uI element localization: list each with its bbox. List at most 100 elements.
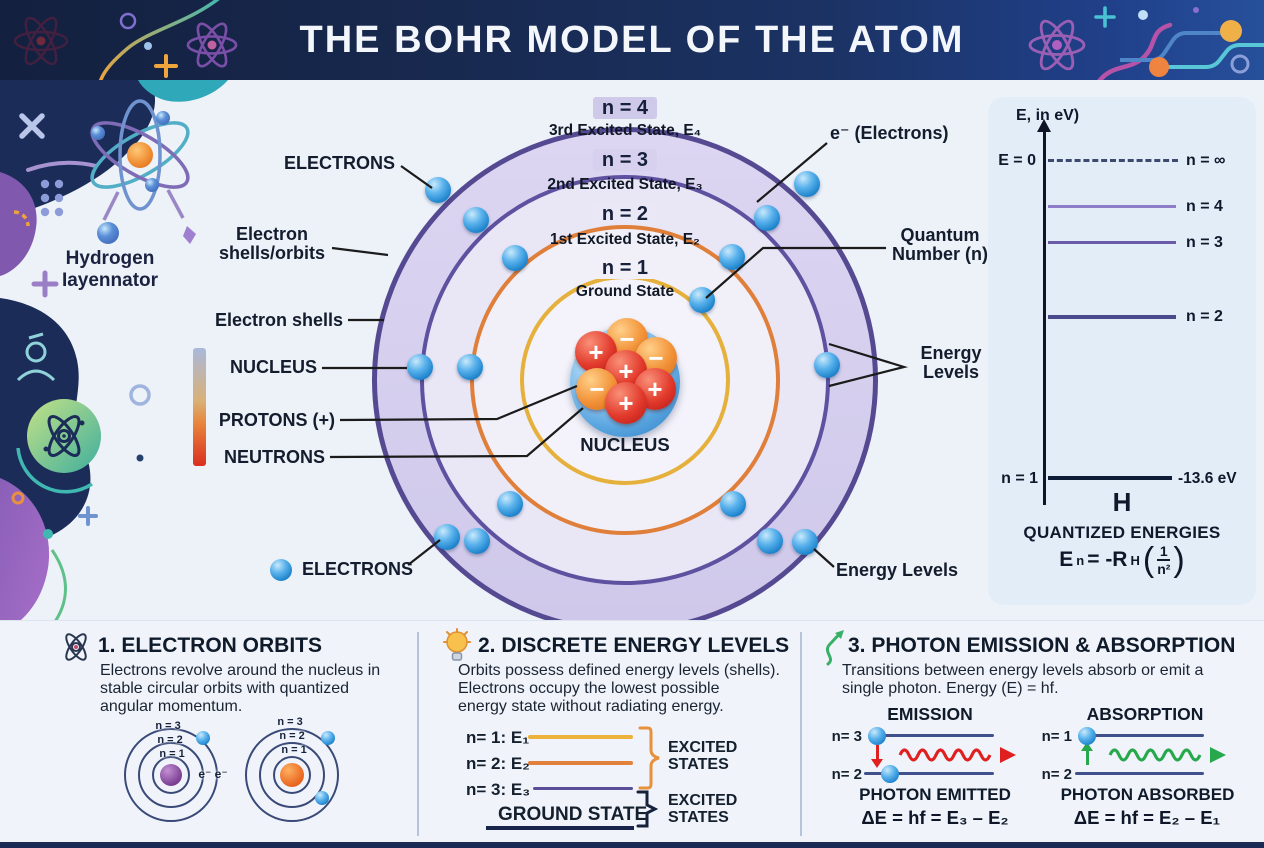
- excited-states-bracket: [638, 726, 660, 790]
- brand-line1: Hydrogen: [65, 248, 155, 269]
- emission-n2-label: n= 2: [831, 766, 862, 783]
- proton: +: [605, 382, 647, 424]
- shell-state-n2: 1st Excited State, E₂: [550, 231, 700, 248]
- label-electrons-top: ELECTRONS: [283, 153, 395, 173]
- plus-icon: [1094, 6, 1116, 28]
- axis-title: E, in eV): [1016, 107, 1080, 124]
- arc-decor: [26, 160, 98, 172]
- level-line-e1: [528, 735, 633, 739]
- electron: [463, 207, 489, 233]
- mini-orbit: [124, 728, 218, 822]
- electron: [814, 352, 840, 378]
- photon-squiggle-icon: [825, 630, 844, 666]
- brand-text: Hydrogen Iayennator: [30, 248, 190, 292]
- element-symbol: H: [1112, 487, 1132, 517]
- level-label-e3: n= 3: E₃: [466, 780, 531, 799]
- circle-decor: [1230, 54, 1250, 74]
- absorption-n2-label: n= 2: [1041, 766, 1072, 783]
- mini-electron: [315, 791, 329, 805]
- level-line-n3: [1048, 241, 1176, 244]
- section2-body-line2: Electrons occupy the lowest possible: [458, 680, 720, 697]
- proton: +: [575, 331, 617, 373]
- brand-line2: Iayennator: [61, 270, 159, 291]
- green-curve: [50, 549, 67, 627]
- emission-top-line: [868, 734, 994, 737]
- header-bar: THE BOHR MODEL OF THE ATOM: [0, 0, 1264, 87]
- electron: [794, 171, 820, 197]
- plus-icon: [154, 54, 178, 78]
- arrow-head-up: [1081, 742, 1093, 751]
- mini-orbit: [245, 728, 339, 822]
- atom-icon: [43, 415, 85, 457]
- circuit-line-purple: [1094, 22, 1173, 87]
- formula-open-paren: (: [1142, 541, 1155, 579]
- atom-icon: [13, 16, 69, 66]
- mini-label-n1: n = 1: [281, 744, 307, 756]
- teal-blob: [138, 80, 228, 102]
- circuit-line-teal: [1168, 43, 1264, 69]
- level-label-n4: n = 4: [1186, 198, 1223, 215]
- absorbed-photon-wave: [1108, 747, 1226, 763]
- formula-base-sub: n: [1076, 552, 1085, 568]
- shell-label-n2: n = 2: [525, 203, 725, 226]
- sections-background: [0, 620, 1264, 843]
- dots-grid: [40, 179, 64, 217]
- electron: [754, 205, 780, 231]
- label-electron-shells: Electron shells: [214, 310, 343, 330]
- absorption-n1-label: n= 1: [1041, 728, 1072, 745]
- scientist-icon: [16, 332, 56, 382]
- left-decorations: [0, 80, 228, 824]
- axis-arrow-icon: [1037, 119, 1051, 132]
- level-line-e2: [528, 761, 633, 765]
- dot-decor: [136, 454, 144, 462]
- level-label-n3: n = 3: [1186, 234, 1223, 251]
- dot-decor: [144, 42, 152, 50]
- emission-title: EMISSION: [887, 704, 973, 724]
- mini-label-n2: n = 2: [157, 734, 183, 746]
- plus-icon: [31, 270, 59, 298]
- circle-decor: [11, 491, 25, 505]
- label-energy-levels-right: Energy Levels: [920, 343, 982, 382]
- emitted-photon-wave: [898, 747, 1016, 763]
- section1-body-line3: angular momentum.: [100, 698, 243, 715]
- mini-orbit: [273, 756, 311, 794]
- formula-close-paren: ): [1173, 541, 1185, 579]
- excited-states-label-bottom: EXCITED STATES: [668, 792, 738, 826]
- ground-state-label: GROUND STATE: [498, 804, 648, 825]
- navy-blob: [0, 80, 156, 218]
- level-label-e2: n= 2: E₂: [466, 754, 530, 773]
- shell-label-n3: n = 3: [525, 149, 725, 172]
- mini-label-n1: n = 1: [159, 748, 185, 760]
- dot-decor: [1193, 7, 1199, 13]
- label-nucleus: NUCLEUS: [229, 357, 317, 377]
- section2-body-line3: energy state without radiating energy.: [458, 698, 724, 715]
- electron: [464, 528, 490, 554]
- level-line-n1: [1048, 476, 1172, 480]
- shell-state-n1: Ground State: [575, 283, 675, 300]
- section1-title: 1. ELECTRON ORBITS: [98, 634, 323, 657]
- section-divider: [800, 632, 802, 836]
- orange-arc: [13, 210, 30, 227]
- level-line-n4: [1048, 205, 1176, 208]
- shell-label-n4: n = 4: [525, 97, 725, 120]
- level-label-n2: n = 2: [1186, 308, 1223, 325]
- electron: [497, 491, 523, 517]
- formula-base: E: [1059, 548, 1074, 571]
- teal-arc: [16, 447, 93, 494]
- absorption-transition-arrow: [1086, 751, 1089, 765]
- plus-icon: [78, 506, 98, 526]
- pointer-line: [102, 191, 120, 221]
- photon-emitted-caption: PHOTON EMITTED: [859, 785, 1011, 804]
- quantized-energies-caption: QUANTIZED ENERGIES: [1023, 523, 1221, 542]
- section1-body-line2: stable circular orbits with quantized: [100, 680, 350, 697]
- absorption-title: ABSORPTION: [1086, 704, 1204, 724]
- ground-energy-value: -13.6 eV: [1178, 470, 1237, 487]
- electron-sphere: [97, 222, 119, 244]
- label-energy-levels-bottom: Energy Levels: [836, 560, 959, 580]
- atom-icon: [65, 633, 87, 661]
- circle-decor: [129, 384, 151, 406]
- electron-legend-dot: [270, 559, 292, 581]
